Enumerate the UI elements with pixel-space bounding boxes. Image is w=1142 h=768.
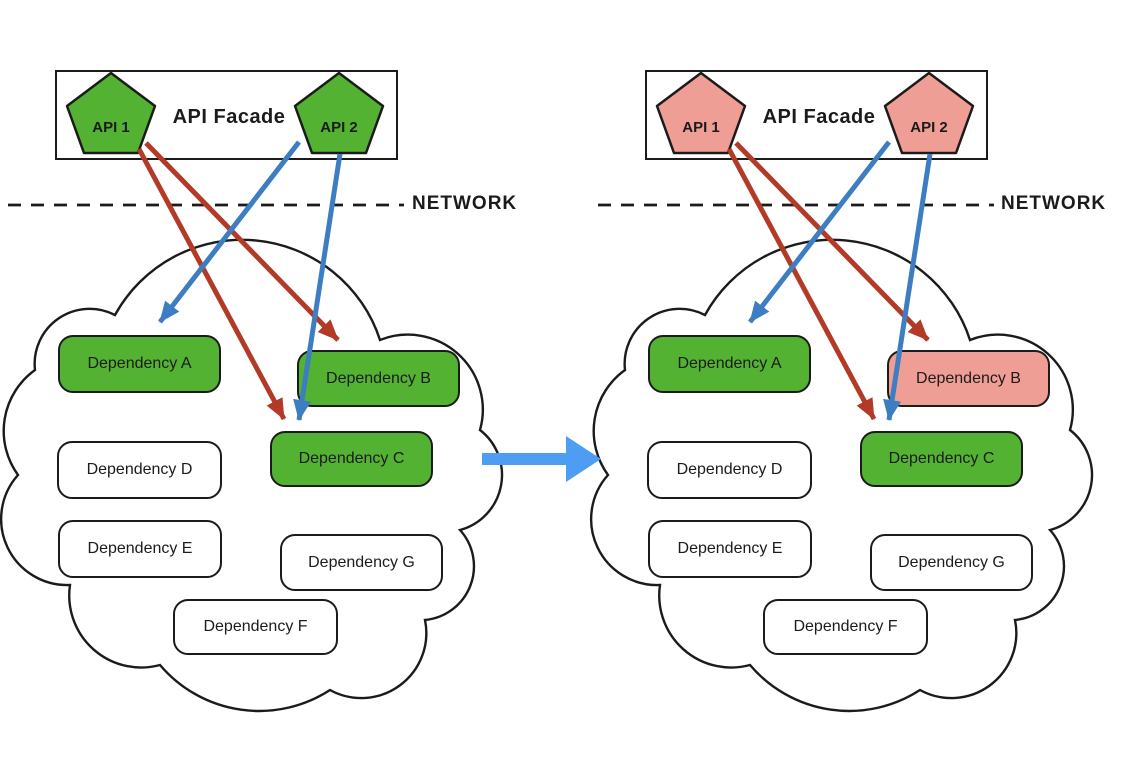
dependency-e-left: Dependency E	[58, 520, 222, 578]
dependency-d-left: Dependency D	[57, 441, 222, 499]
api1-label-left: API 1	[92, 119, 130, 136]
dependency-f-right: Dependency F	[763, 599, 928, 655]
facade-title-right: API Facade	[762, 105, 876, 128]
api2-pentagon-right: API 2	[883, 71, 975, 155]
dependency-c-left: Dependency C	[270, 431, 433, 487]
dependency-e-right: Dependency E	[648, 520, 812, 578]
network-label-right: NETWORK	[1001, 193, 1107, 214]
dependency-g-right: Dependency G	[870, 534, 1033, 591]
api2-label-right: API 2	[910, 119, 948, 136]
network-label-left: NETWORK	[412, 193, 518, 214]
dependency-c-right: Dependency C	[860, 431, 1023, 487]
api1-label-right: API 1	[682, 119, 720, 136]
dependency-a-left: Dependency A	[58, 335, 221, 393]
dependency-b-left: Dependency B	[297, 350, 460, 407]
api2-label-left: API 2	[320, 119, 358, 136]
api2-pentagon-left: API 2	[293, 71, 385, 155]
dependency-g-left: Dependency G	[280, 534, 443, 591]
dependency-d-right: Dependency D	[647, 441, 812, 499]
dependency-a-right: Dependency A	[648, 335, 811, 393]
api1-pentagon-right: API 1	[655, 71, 747, 155]
dependency-b-right: Dependency B	[887, 350, 1050, 407]
dependency-f-left: Dependency F	[173, 599, 338, 655]
facade-title-left: API Facade	[172, 105, 286, 128]
api1-pentagon-left: API 1	[65, 71, 157, 155]
